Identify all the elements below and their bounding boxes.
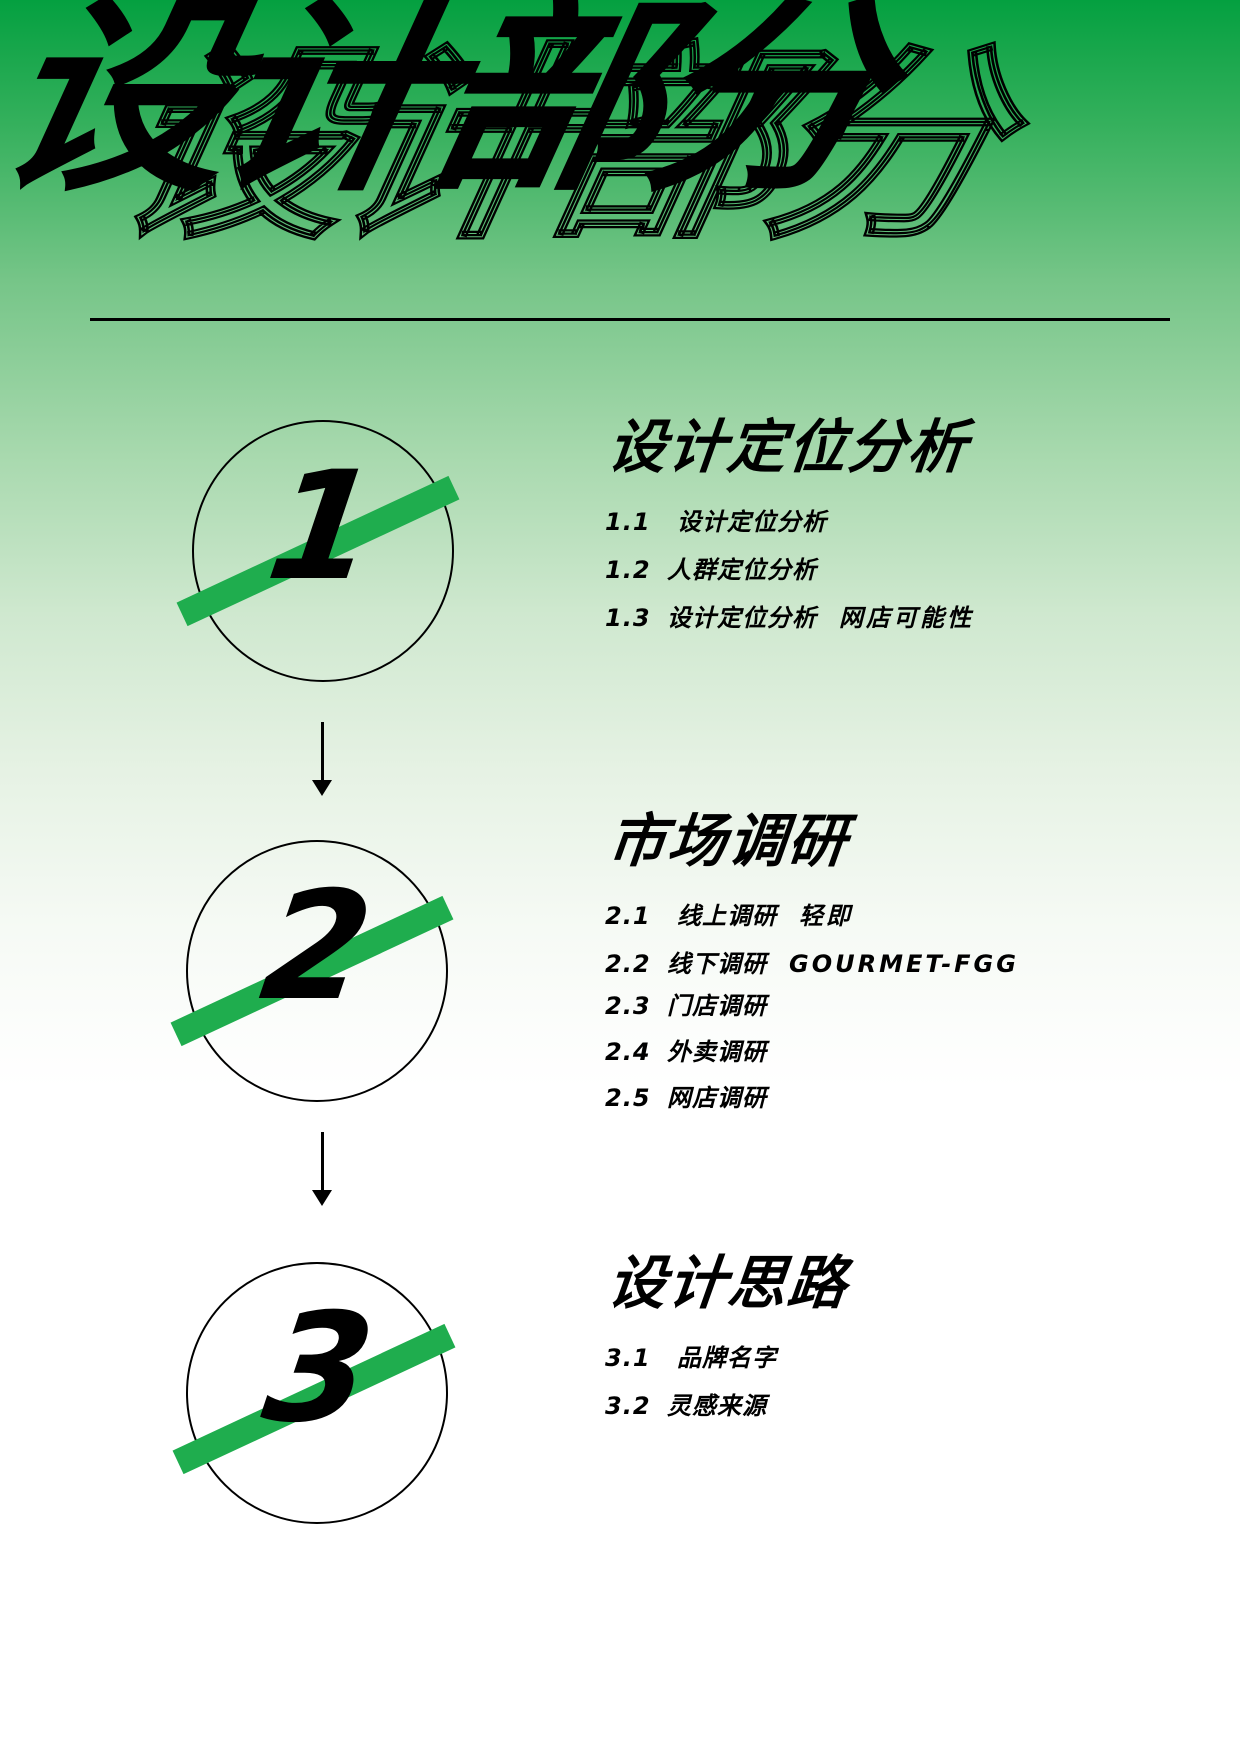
step-circle: [192, 420, 454, 682]
item-label: 设计定位分析: [677, 508, 827, 536]
sub-list: 2.1 线上调研 轻即 2.2 线下调研 GOURMET-FGG 2.3 门店调…: [605, 904, 1205, 1110]
item-label: 线下调研: [667, 950, 767, 978]
list-item: 1.1 设计定位分析: [605, 510, 1205, 534]
item-extra: 网店可能性: [839, 604, 974, 632]
item-number: 2.2: [605, 950, 651, 978]
item-label: 设计定位分析: [667, 604, 817, 632]
section-3: 设计思路 3.1 品牌名字 3.2 灵感来源: [604, 1249, 1205, 1418]
list-item: 1.3 设计定位分析 网店可能性: [605, 606, 1205, 630]
list-item: 2.4 外卖调研: [605, 1040, 1205, 1064]
step-number: 2: [252, 860, 382, 1034]
item-number: 2.5: [605, 1084, 651, 1112]
item-label: 门店调研: [667, 992, 767, 1020]
step-number: 3: [254, 1282, 384, 1456]
step-circle: [186, 1262, 448, 1524]
item-number: 1.2: [605, 556, 651, 584]
item-number: 3.2: [605, 1392, 651, 1420]
list-item: 3.2 灵感来源: [605, 1394, 1205, 1418]
list-item: 2.3 门店调研: [605, 994, 1205, 1018]
section-1: 设计定位分析 1.1 设计定位分析 1.2 人群定位分析 1.3 设计定位分析 …: [604, 413, 1205, 630]
arrow-down-icon: [312, 1132, 332, 1212]
page-title: 设计部分: [0, 0, 888, 220]
item-number: 2.1: [605, 902, 651, 930]
item-label: 品牌名字: [677, 1344, 777, 1372]
list-item: 1.2 人群定位分析: [605, 558, 1205, 582]
item-extra: GOURMET-FGG: [789, 950, 1019, 978]
item-number: 2.4: [605, 1038, 651, 1066]
item-label: 外卖调研: [667, 1038, 767, 1066]
step-2-badge: 2: [170, 840, 454, 1106]
sub-list: 3.1 品牌名字 3.2 灵感来源: [605, 1346, 1205, 1418]
list-item: 2.1 线上调研 轻即: [605, 904, 1205, 928]
sub-list: 1.1 设计定位分析 1.2 人群定位分析 1.3 设计定位分析 网店可能性: [605, 510, 1205, 630]
section-heading: 设计定位分析: [604, 413, 972, 481]
list-item: 3.1 品牌名字: [605, 1346, 1205, 1370]
list-item: 2.2 线下调研 GOURMET-FGG: [605, 952, 1205, 976]
arrow-down-icon: [312, 722, 332, 802]
page-title-block: 设计部分 设计部分: [0, 0, 1240, 290]
item-number: 1.1: [605, 508, 651, 536]
item-label: 网店调研: [667, 1084, 767, 1112]
item-label: 人群定位分析: [667, 556, 817, 584]
step-1-badge: 1: [176, 420, 460, 686]
section-heading: 设计思路: [604, 1249, 852, 1317]
item-number: 1.3: [605, 604, 651, 632]
item-label: 灵感来源: [667, 1392, 767, 1420]
item-number: 3.1: [605, 1344, 651, 1372]
step-3-badge: 3: [172, 1262, 456, 1528]
step-circle: [186, 840, 448, 1102]
title-divider: [90, 318, 1170, 321]
item-label: 线上调研: [677, 902, 777, 930]
section-heading: 市场调研: [604, 807, 852, 875]
list-item: 2.5 网店调研: [605, 1086, 1205, 1110]
item-extra: 轻即: [799, 902, 853, 930]
section-2: 市场调研 2.1 线上调研 轻即 2.2 线下调研 GOURMET-FGG 2.…: [604, 807, 1205, 1110]
item-number: 2.3: [605, 992, 651, 1020]
step-number: 1: [258, 440, 388, 614]
